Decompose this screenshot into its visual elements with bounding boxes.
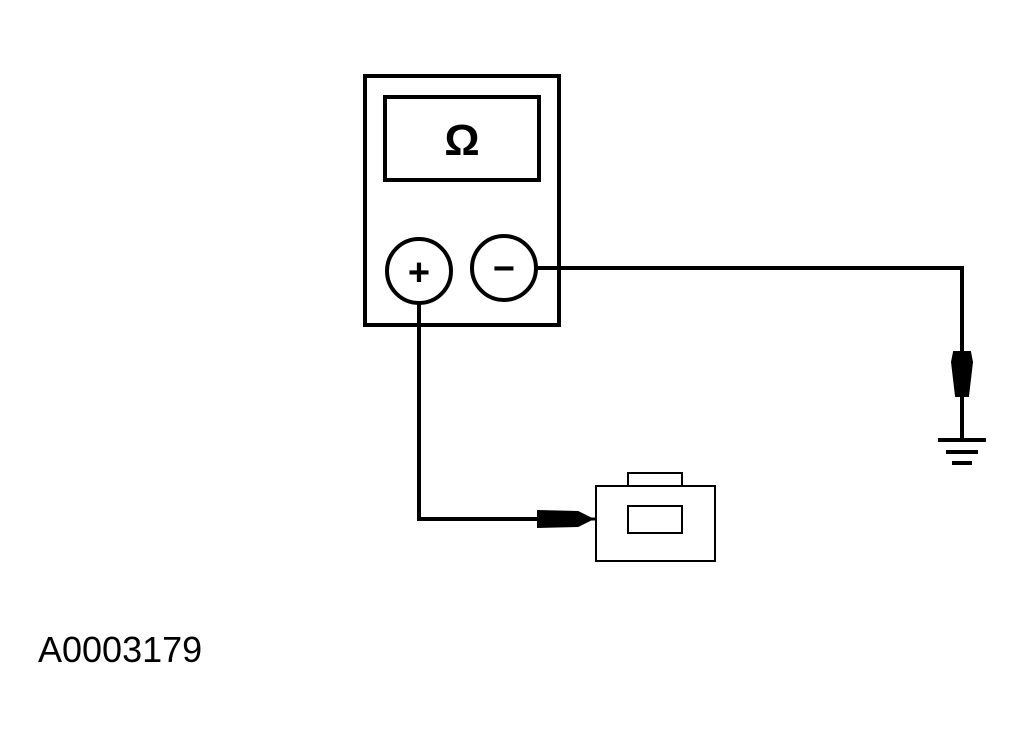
multimeter: Ω + − <box>363 74 561 327</box>
meter-display-window <box>383 95 541 182</box>
ground-probe-clip-icon <box>950 351 974 397</box>
plus-icon: + <box>408 252 430 294</box>
positive-terminal: + <box>385 237 453 305</box>
negative-test-lead <box>536 266 974 440</box>
negative-terminal: − <box>470 234 538 302</box>
minus-icon: − <box>493 248 515 290</box>
connector-latch <box>627 472 683 487</box>
figure-id-label: A0003179 <box>38 629 203 670</box>
ohm-symbol-icon: Ω <box>444 116 479 165</box>
connector-probe-clip-icon <box>537 509 595 529</box>
electrical-connector-icon <box>595 472 716 562</box>
connector-terminal <box>627 505 683 534</box>
ground-symbol-icon <box>938 438 986 465</box>
